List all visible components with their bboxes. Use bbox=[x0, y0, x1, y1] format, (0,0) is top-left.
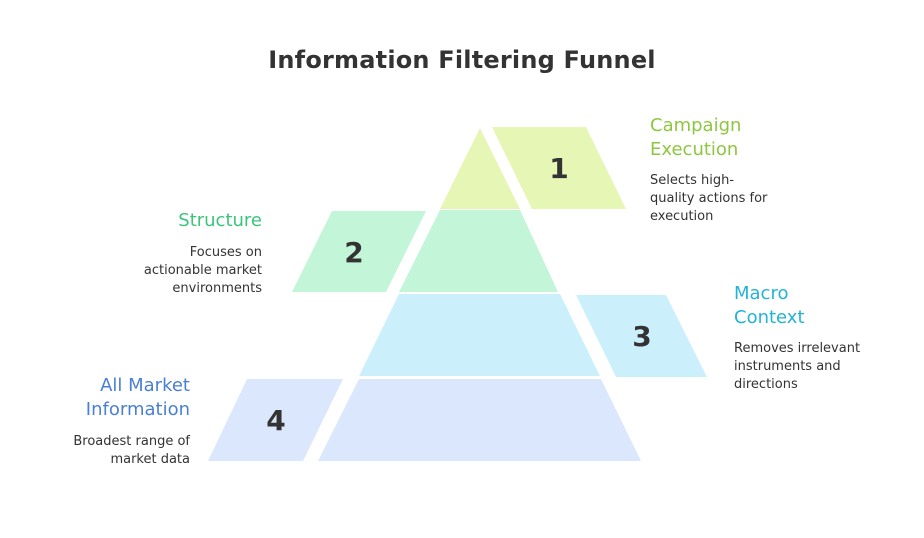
level-label-campaign-execution: Campaign Execution bbox=[650, 115, 742, 160]
pyramid-tier-2 bbox=[399, 210, 558, 292]
number-tab-2 bbox=[292, 211, 426, 292]
level-number-1: 1 bbox=[549, 152, 568, 185]
pyramid-tier-1 bbox=[440, 128, 520, 209]
pyramid-tier-4 bbox=[318, 379, 641, 461]
level-number-2: 2 bbox=[344, 236, 363, 269]
level-label-macro-context: Macro Context bbox=[734, 283, 805, 328]
number-tab-1 bbox=[492, 127, 626, 209]
level-number-3: 3 bbox=[632, 320, 651, 353]
level-description-structure: Focuses on actionable market environment… bbox=[143, 245, 262, 296]
level-label-structure: Structure bbox=[178, 210, 262, 231]
level-description-macro-context: Removes irrelevant instruments and direc… bbox=[734, 341, 861, 392]
number-tab-3 bbox=[576, 295, 707, 377]
number-tab-4 bbox=[208, 379, 343, 461]
level-description-campaign-execution: Selects high- quality actions for execut… bbox=[650, 173, 768, 224]
level-number-4: 4 bbox=[266, 404, 285, 437]
pyramid-tier-3 bbox=[359, 294, 600, 376]
diagram-title: Information Filtering Funnel bbox=[268, 46, 656, 74]
level-description-all-market-information: Broadest range of market data bbox=[73, 434, 190, 467]
level-label-all-market-information: All Market Information bbox=[85, 375, 190, 420]
